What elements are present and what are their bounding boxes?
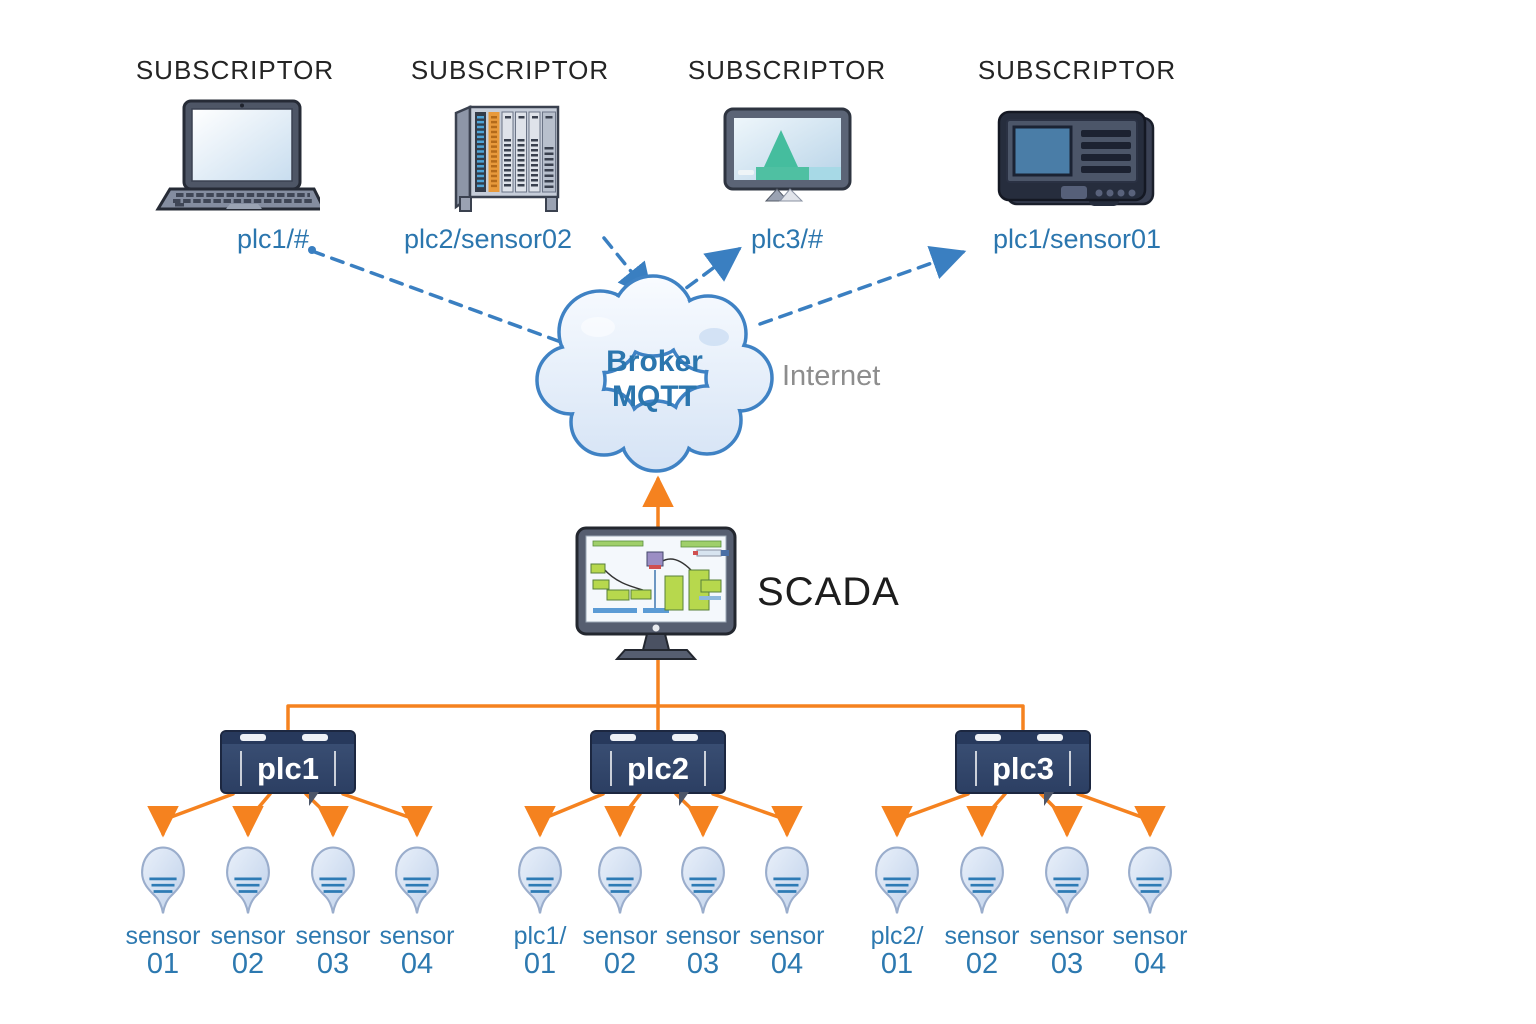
sensor-icon bbox=[394, 846, 440, 916]
sensor-number: 01 bbox=[880, 948, 914, 980]
plc2-box: plc2 bbox=[590, 730, 726, 806]
subscribe-link-3 bbox=[668, 246, 742, 302]
subscriber-topic: plc1/# bbox=[236, 224, 310, 254]
sensor-item: sensor 04 bbox=[732, 846, 842, 981]
subscriber-column-3: SUBSCRIPTOR plc3/# bbox=[657, 55, 917, 265]
sensor-icon bbox=[597, 846, 643, 916]
plc-notch bbox=[240, 734, 266, 741]
subscribe-link-1 bbox=[310, 249, 574, 348]
internet-label: Internet bbox=[782, 360, 881, 392]
plc-notch bbox=[610, 734, 636, 741]
sensor-icon bbox=[959, 846, 1005, 916]
chart-monitor-icon bbox=[723, 107, 851, 202]
sensor-number: 01 bbox=[523, 948, 557, 980]
subscribe-link-4 bbox=[758, 246, 967, 326]
plc-top-band bbox=[592, 732, 724, 744]
sensor-icon bbox=[310, 846, 356, 916]
subscriber-column-4: SUBSCRIPTOR plc1/sensor01 bbox=[947, 55, 1207, 265]
sensor-label: sensor bbox=[1029, 922, 1105, 950]
sensor-number: 04 bbox=[1133, 948, 1167, 980]
sensor-label: sensor bbox=[295, 922, 371, 950]
sensor-label: plc1/ bbox=[513, 922, 567, 950]
sensor-label: plc2/ bbox=[870, 922, 924, 950]
hmi-panel-icon bbox=[997, 110, 1155, 206]
sensor-item: plc1/ 01 bbox=[485, 846, 595, 981]
sensor-icon bbox=[517, 846, 563, 916]
plc-tail bbox=[679, 792, 690, 806]
sensor-item: sensor 03 bbox=[278, 846, 388, 981]
subscribe-link-1-dot bbox=[308, 246, 316, 254]
sensor-icon bbox=[874, 846, 920, 916]
plc2-sensor-links bbox=[524, 792, 803, 838]
sensor-number: 02 bbox=[603, 948, 637, 980]
sensor-number: 02 bbox=[965, 948, 999, 980]
plc-rack-icon bbox=[454, 105, 560, 212]
sensor-item: sensor 02 bbox=[193, 846, 303, 981]
broker-label: Broker MQTT bbox=[606, 345, 703, 414]
sensor-icon bbox=[1127, 846, 1173, 916]
sensor-label: sensor bbox=[1112, 922, 1188, 950]
sensor-number: 04 bbox=[400, 948, 434, 980]
subscriber-title: SUBSCRIPTOR bbox=[687, 55, 887, 85]
sensor-number: 03 bbox=[1050, 948, 1084, 980]
subscriber-title: SUBSCRIPTOR bbox=[410, 55, 610, 85]
sensor-item: sensor 01 bbox=[108, 846, 218, 981]
sensor-label: sensor bbox=[125, 922, 201, 950]
sensor-number: 01 bbox=[146, 948, 180, 980]
laptop-icon bbox=[155, 99, 320, 211]
sensor-number: 04 bbox=[770, 948, 804, 980]
sensor-label: sensor bbox=[379, 922, 455, 950]
plc3-box: plc3 bbox=[955, 730, 1091, 806]
plc3-sensor-links bbox=[881, 792, 1166, 838]
subscriber-topic: plc1/sensor01 bbox=[992, 224, 1162, 254]
sensor-icon bbox=[764, 846, 810, 916]
sensor-icon bbox=[140, 846, 186, 916]
subscriber-column-1: SUBSCRIPTOR plc1/# bbox=[105, 55, 365, 265]
sensor-label: sensor bbox=[749, 922, 825, 950]
sensor-item: sensor 03 bbox=[648, 846, 758, 981]
sensor-label: sensor bbox=[582, 922, 658, 950]
plc-top-band bbox=[222, 732, 354, 744]
sensor-item: sensor 02 bbox=[927, 846, 1037, 981]
subscriber-topic: plc2/sensor02 bbox=[403, 224, 573, 254]
plc1-box: plc1 bbox=[220, 730, 356, 806]
subscriber-title: SUBSCRIPTOR bbox=[977, 55, 1177, 85]
sensor-icon bbox=[680, 846, 726, 916]
plc-name: plc3 bbox=[974, 750, 1072, 786]
sensor-label: sensor bbox=[210, 922, 286, 950]
plc-notch bbox=[975, 734, 1001, 741]
sensor-item: sensor 03 bbox=[1012, 846, 1122, 981]
subscriber-topic: plc3/# bbox=[750, 224, 824, 254]
plc-notch bbox=[1037, 734, 1063, 741]
sensor-item: plc2/ 01 bbox=[842, 846, 952, 981]
scada-label: SCADA bbox=[757, 570, 900, 614]
sensor-item: sensor 02 bbox=[565, 846, 675, 981]
sensor-icon bbox=[225, 846, 271, 916]
sensor-icon bbox=[1044, 846, 1090, 916]
plc-name: plc1 bbox=[239, 750, 337, 786]
scada-plc-bus bbox=[286, 657, 1025, 731]
sensor-number: 03 bbox=[686, 948, 720, 980]
sensor-item: sensor 04 bbox=[362, 846, 472, 981]
sensor-number: 02 bbox=[231, 948, 265, 980]
plc-tail bbox=[309, 792, 320, 806]
sensor-label: sensor bbox=[944, 922, 1020, 950]
plc-notch bbox=[672, 734, 698, 741]
sensor-label: sensor bbox=[665, 922, 741, 950]
plc-top-band bbox=[957, 732, 1089, 744]
plc-notch bbox=[302, 734, 328, 741]
sensor-number: 03 bbox=[316, 948, 350, 980]
plc-tail bbox=[1044, 792, 1055, 806]
scada-monitor-icon bbox=[573, 524, 743, 669]
plc1-sensor-links bbox=[147, 792, 433, 838]
plc-name: plc2 bbox=[609, 750, 707, 786]
mqtt-broker-cloud bbox=[535, 274, 774, 473]
subscriber-title: SUBSCRIPTOR bbox=[135, 55, 335, 85]
sensor-item: sensor 04 bbox=[1095, 846, 1205, 981]
subscriber-column-2: SUBSCRIPTOR bbox=[380, 55, 640, 265]
